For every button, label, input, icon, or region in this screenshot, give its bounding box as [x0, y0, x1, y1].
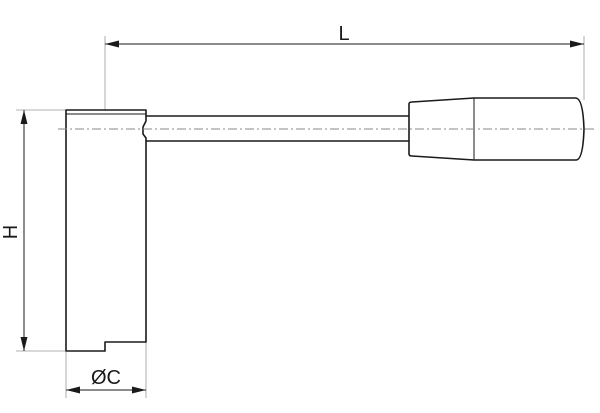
height-dimension: H [0, 110, 28, 351]
height-label: H [0, 225, 22, 239]
length-label: L [338, 23, 349, 45]
hub-body [65, 109, 147, 352]
crank-arm [146, 115, 409, 142]
arrowhead-bottom [20, 337, 28, 351]
arrowhead-left [66, 386, 80, 394]
arrowhead-right [132, 386, 146, 394]
diameter-letter: C [107, 367, 121, 389]
arrowhead-right [570, 40, 584, 48]
arrowhead-left [105, 40, 119, 48]
diameter-symbol: Ø [91, 367, 107, 389]
diameter-dimension: ØC [66, 367, 146, 394]
arrowhead-top [20, 110, 28, 124]
diameter-label: ØC [91, 367, 121, 389]
length-dimension: L [105, 23, 584, 48]
